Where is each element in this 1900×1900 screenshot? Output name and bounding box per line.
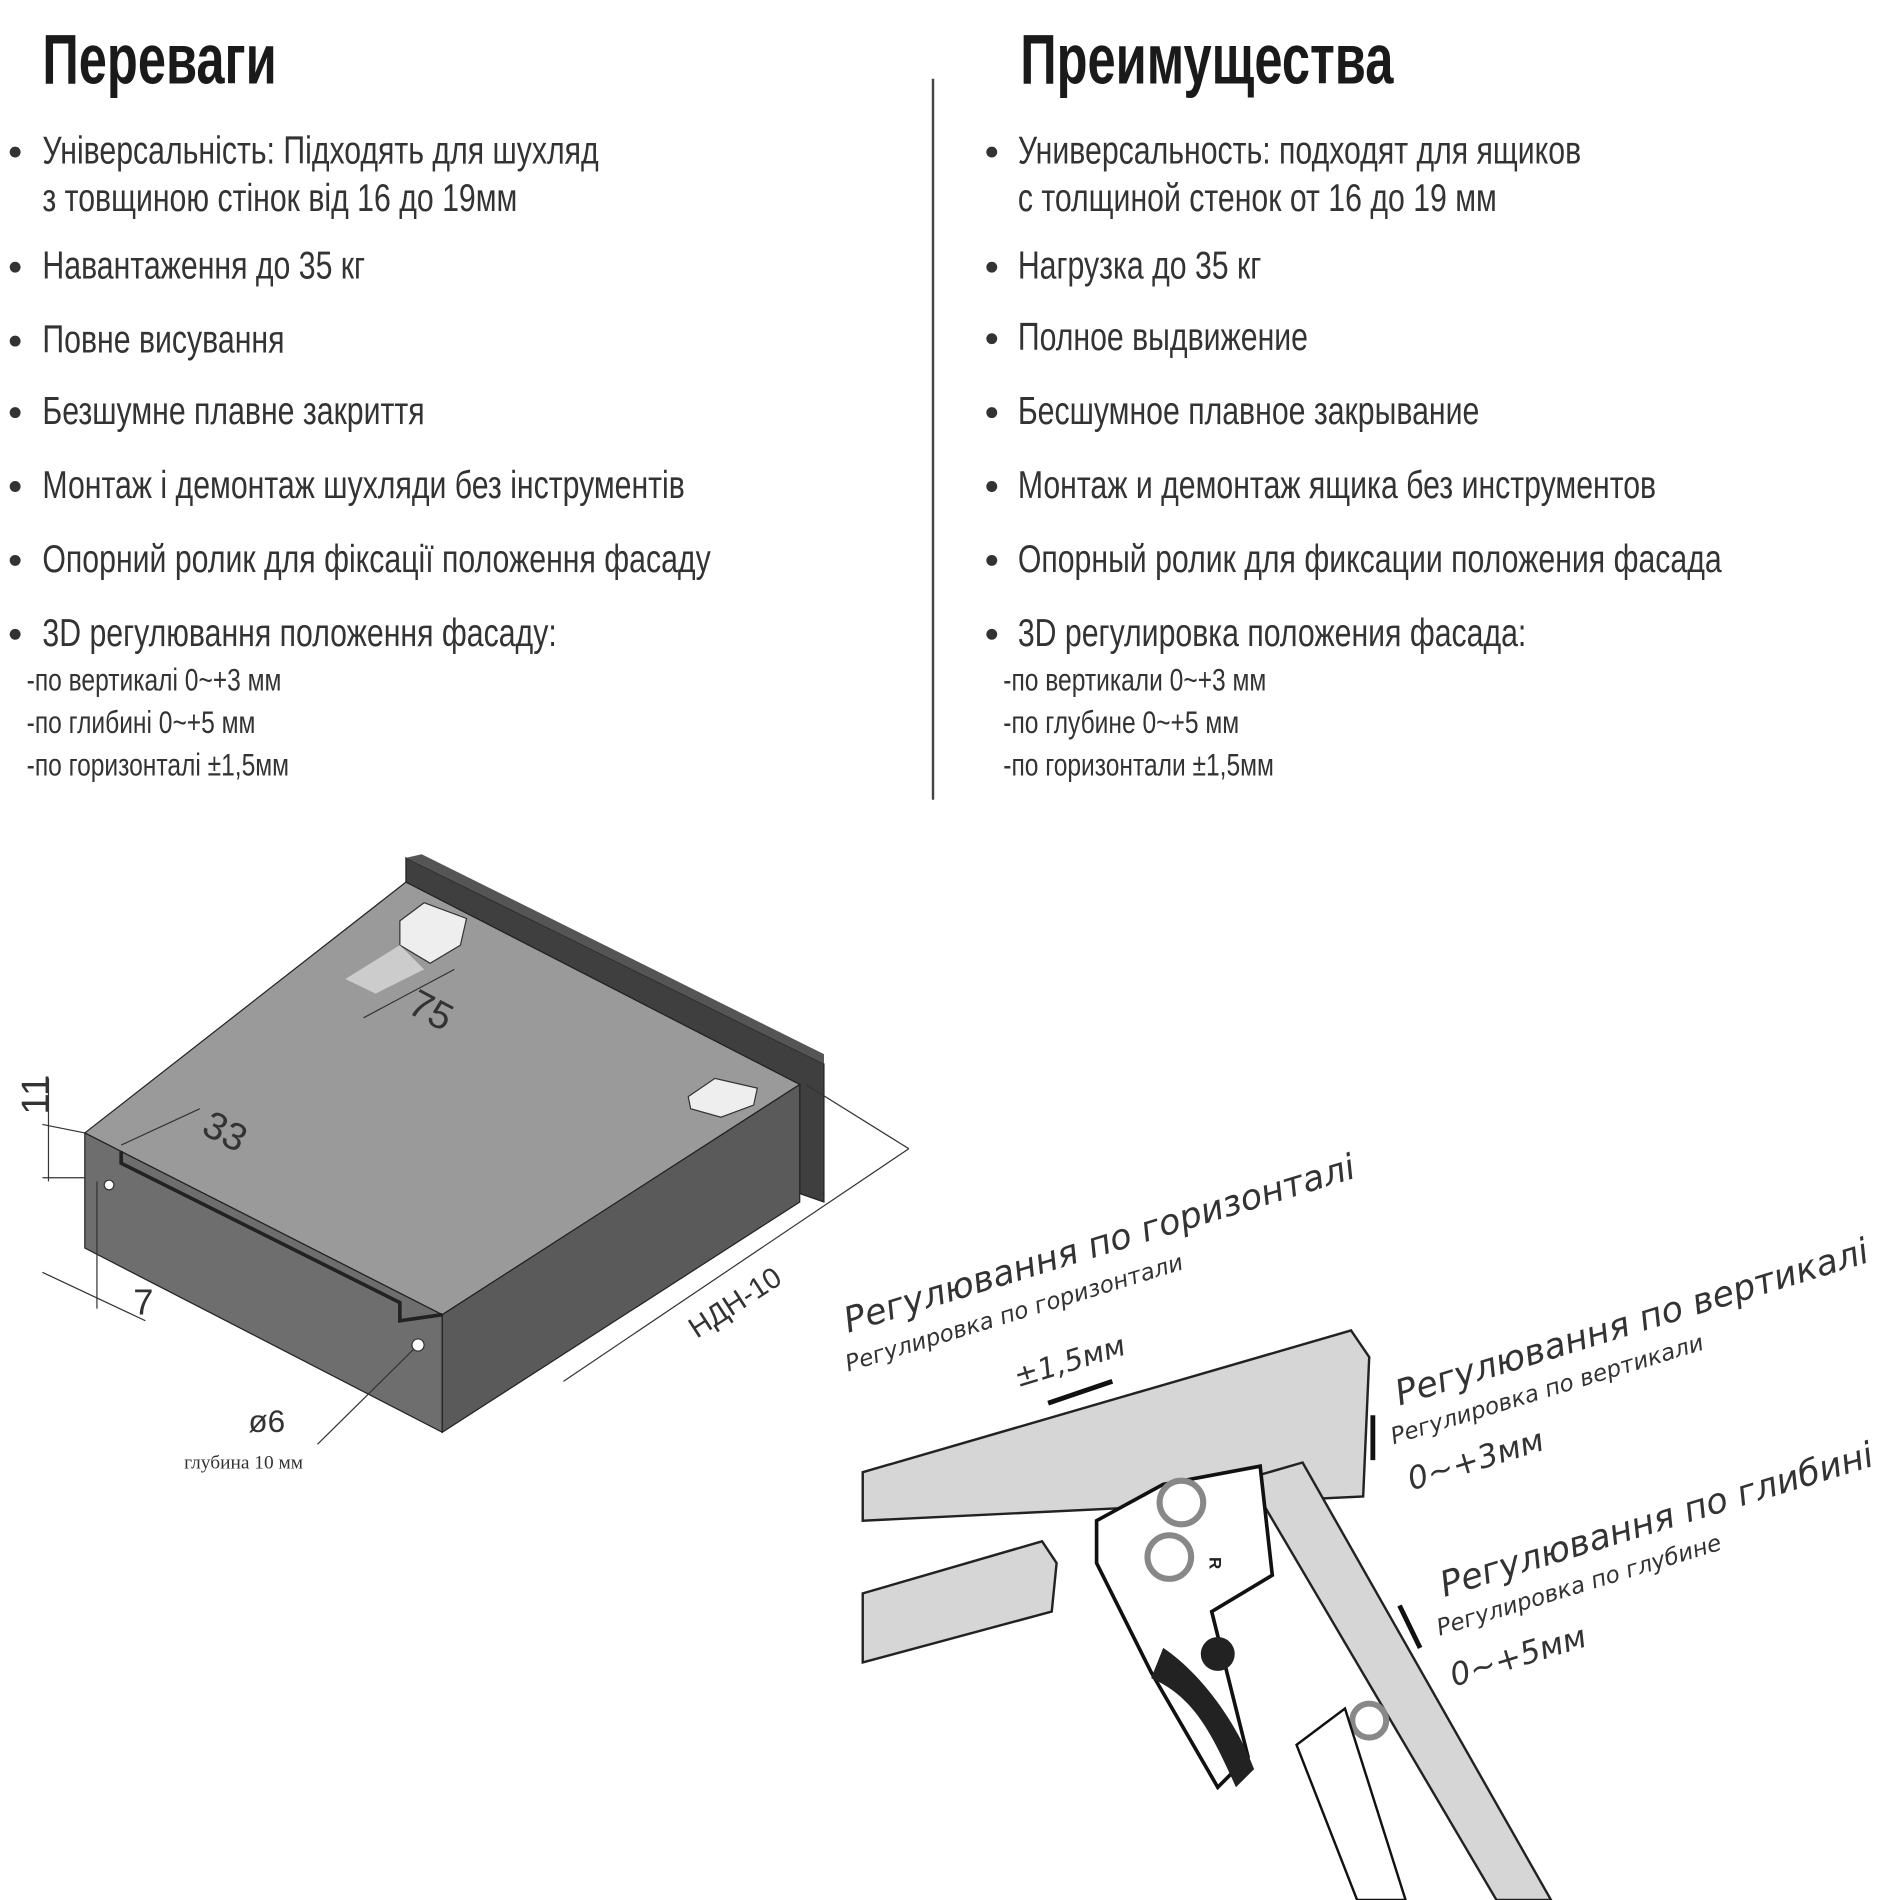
ru-item: Нагрузка до 35 кг — [1017, 243, 1262, 288]
bullet-icon — [986, 554, 998, 566]
ru-item: Монтаж и демонтаж ящика без инструментов — [1017, 462, 1657, 507]
rotate-arrow-icon — [1144, 1532, 1195, 1582]
dim-line-11 — [42, 1123, 85, 1134]
dim-7-label: 7 — [133, 1282, 153, 1323]
ru-item: с толщиной стенок от 16 до 19 мм — [1017, 175, 1497, 220]
clip-right — [687, 1077, 759, 1118]
horizontal-arrow-icon — [1047, 1379, 1114, 1406]
rotate-arrow-icon — [1156, 1477, 1207, 1528]
ru-item: Полное выдвижение — [1017, 315, 1308, 359]
ua-sub-item: -по вертикалі 0~+3 мм — [26, 661, 282, 698]
groove — [119, 1151, 443, 1323]
rotate-arrow-icon — [1349, 1700, 1390, 1741]
ua-item: Опорний ролик для фіксації положення фас… — [42, 536, 711, 581]
ru-sub-item: -по глубине 0~+5 мм — [1003, 703, 1240, 741]
bullet-icon — [9, 335, 21, 347]
bullet-icon — [9, 554, 21, 566]
ru-item: Универсальность: подходят для ящиков — [1017, 128, 1582, 173]
horizontal-ua-label: Регулювання по горизонталі — [839, 1147, 1360, 1342]
hole-icon — [103, 1179, 115, 1191]
release-lever — [1151, 1647, 1255, 1788]
hole-depth-label: глубина 10 мм — [184, 1453, 303, 1474]
dim-line-length — [563, 1148, 910, 1382]
bullet-icon — [9, 146, 21, 158]
ru-title: Преимущества — [1020, 20, 1394, 100]
bullet-icon — [986, 146, 998, 158]
bullet-icon — [986, 261, 998, 273]
ru-sub-item: -по вертикали 0~+3 мм — [1003, 661, 1267, 698]
bullet-icon — [986, 628, 998, 640]
clip-area — [345, 945, 425, 994]
bullet-icon — [986, 481, 998, 492]
bullet-icon — [9, 628, 21, 640]
ru-sub-item: -по горизонтали ±1,5мм — [1003, 746, 1274, 783]
bullet-icon — [9, 261, 21, 273]
hole-diameter-label: ø6 — [248, 1403, 285, 1439]
drawer-right-side — [441, 1083, 801, 1434]
mark-r: R — [1205, 1557, 1224, 1569]
length-label: НДН-10 — [683, 1261, 787, 1344]
ua-item: з товщиною стінок від 16 до 19мм — [42, 175, 518, 220]
ua-item: Безшумне плавне закриття — [42, 388, 425, 433]
ua-item: Навантаження до 35 кг — [42, 243, 366, 288]
ua-item: Монтаж і демонтаж шухляди без інструмент… — [42, 462, 685, 507]
ru-item: 3D регулировка положения фасада: — [1017, 610, 1527, 655]
ua-item: Універсальність: Підходять для шухляд — [42, 128, 599, 173]
ua-title: Переваги — [42, 20, 277, 100]
hole-icon — [411, 1338, 425, 1352]
dim-11-label: 11 — [14, 1075, 57, 1115]
drawer-side-board — [861, 1539, 1058, 1665]
ua-sub-item: -по горизонталі ±1,5мм — [26, 746, 290, 783]
fitting-mechanism — [1094, 1464, 1275, 1791]
dim-line-75 — [363, 968, 455, 1019]
hole-leader — [317, 1344, 419, 1445]
dim-ext — [805, 1083, 910, 1150]
dim-line-33 — [120, 1108, 201, 1146]
bullet-icon — [9, 481, 21, 492]
ru-item: Опорный ролик для фиксации положения фас… — [1017, 536, 1722, 581]
ru-item: Бесшумное плавное закрывание — [1017, 388, 1480, 433]
ua-sub-item: -по глибині 0~+5 мм — [26, 703, 256, 741]
ua-item: Повне висування — [42, 317, 285, 362]
screw-icon — [1200, 1637, 1235, 1671]
runner-board — [1246, 1461, 1553, 1900]
column-divider — [931, 78, 935, 800]
ua-item: 3D регулювання положення фасаду: — [42, 610, 557, 655]
bullet-icon — [9, 407, 21, 419]
dim-line-7 — [42, 1271, 146, 1322]
bullet-icon — [986, 407, 998, 419]
bullet-icon — [986, 333, 998, 345]
depth-arrow-icon — [1397, 1604, 1423, 1649]
facade-top — [405, 854, 824, 1064]
vertical-ua-label: Регулювання по вертикалі — [1390, 1231, 1874, 1414]
runner-rail — [1295, 1706, 1407, 1900]
